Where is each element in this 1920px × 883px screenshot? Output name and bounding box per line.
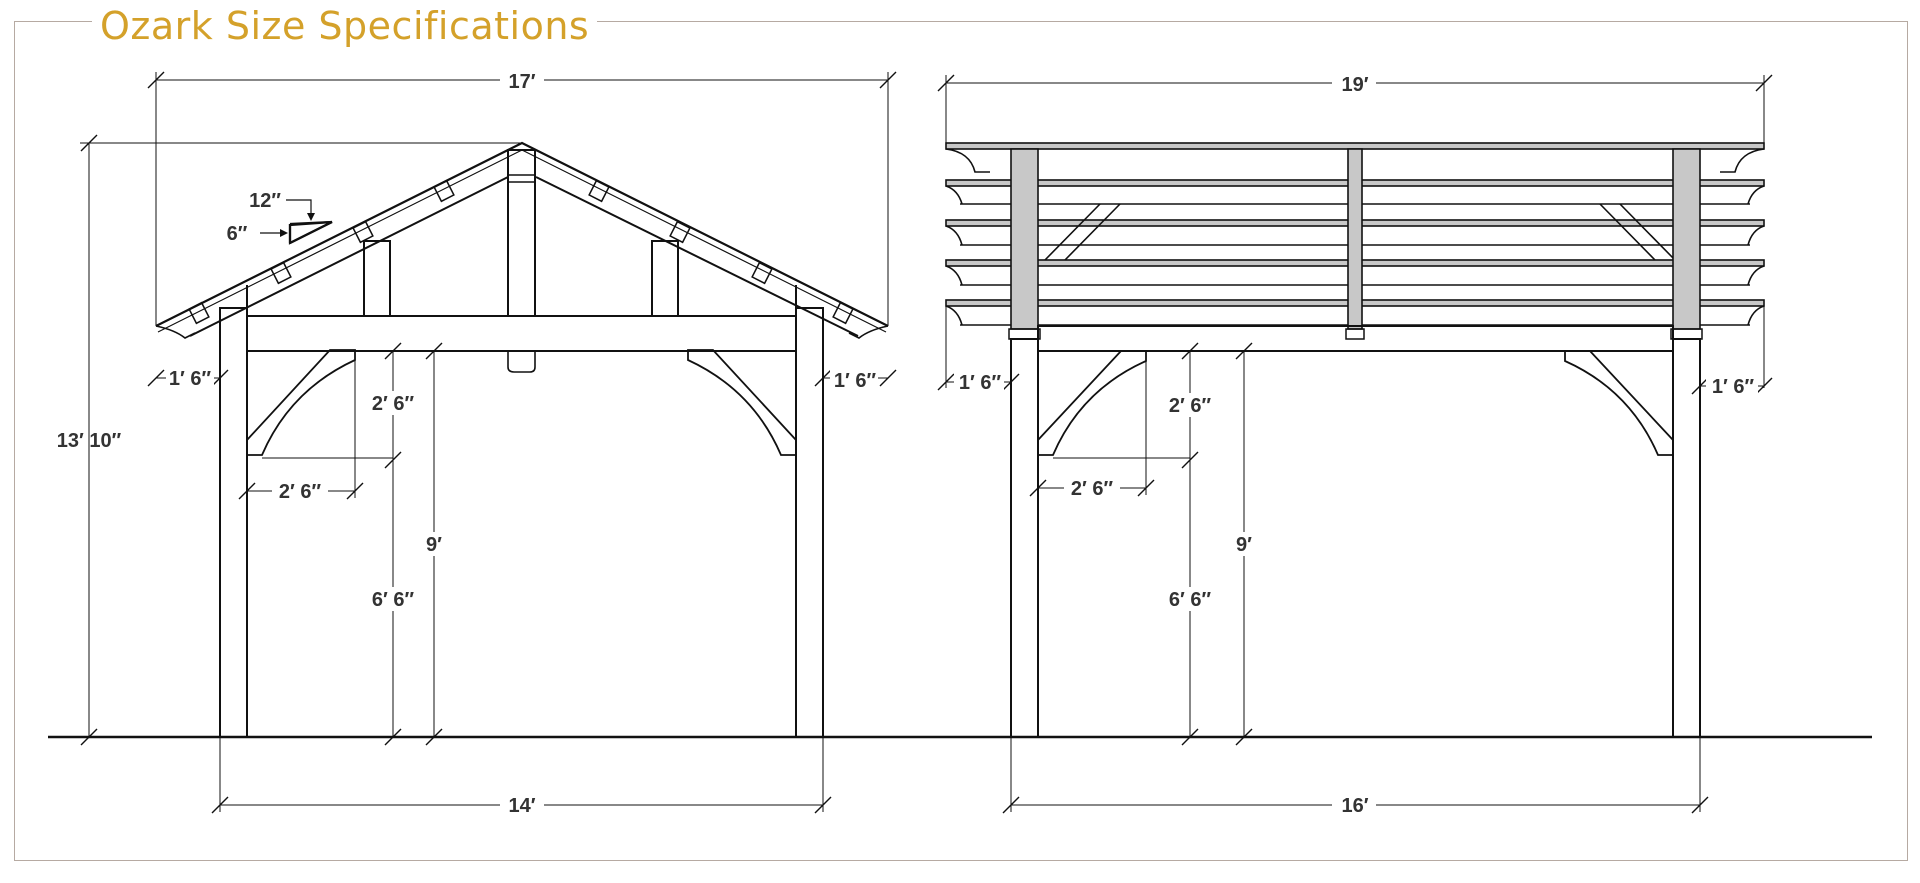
front-overhang-left-label: 1′ 6″ [169,368,212,390]
side-post-spacing-label: 16′ [1341,795,1368,817]
drawing-frame [14,21,1908,861]
dimension-labels: 17′ 13′ 10″ 14′ 1′ 6″ 1′ 6″ 12″ 6″ 2′ 6″… [57,68,1758,817]
side-overall-width-label: 19′ [1341,74,1368,96]
side-overhang-right-label: 1′ 6″ [1712,376,1755,398]
front-post-spacing-label: 14′ [508,795,535,817]
side-brace-height-label: 2′ 6″ [1169,395,1212,417]
front-overhang-right-label: 1′ 6″ [834,370,877,392]
front-overall-width-label: 17′ [508,71,535,93]
pitch-rise-label: 6″ [227,223,248,245]
side-view [945,142,1765,738]
pitch-run-label: 12″ [249,190,281,212]
front-beam-height-label: 9′ [426,534,442,556]
side-brace-width-label: 2′ 6″ [1071,478,1114,500]
front-overall-height-label: 13′ 10″ [57,430,122,452]
front-brace-width-label: 2′ 6″ [279,481,322,503]
front-brace-height-label: 2′ 6″ [372,393,415,415]
front-view [155,141,889,738]
front-dimensions [80,71,897,814]
side-overhang-left-label: 1′ 6″ [959,372,1002,394]
page-title: Ozark Size Specifications [92,2,598,50]
front-clear-height-label: 6′ 6″ [372,589,415,611]
side-beam-height-label: 9′ [1236,534,1252,556]
side-clear-height-label: 6′ 6″ [1169,589,1212,611]
